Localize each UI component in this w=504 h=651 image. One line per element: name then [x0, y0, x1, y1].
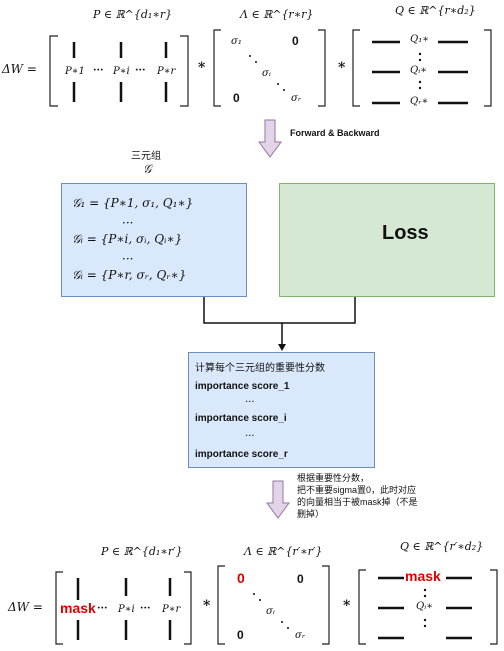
P-dimension-label: P ∈ ℝ^{d₁∗r}	[93, 8, 173, 21]
triplet-gi: 𝒢ᵢ = {P∗i, σᵢ, Qᵢ∗}	[72, 232, 183, 246]
loss-box: Loss	[279, 183, 495, 297]
Lambda-prime-dimension-label: Λ ∈ ℝ^{r′∗r′}	[244, 545, 323, 558]
delta-w-label: ΔW =	[2, 62, 37, 76]
P-bottom-col-i: P∗i	[118, 604, 135, 615]
P-bottom-dots-2: ···	[140, 603, 151, 614]
sigma-r: σᵣ	[291, 93, 302, 104]
P-col-r: P∗r	[157, 66, 176, 77]
zero-masked-sigma: 0	[237, 570, 245, 586]
mask-note-line-1: 根据重要性分数，	[297, 473, 370, 483]
Q-dimension-label: Q ∈ ℝ^{r∗d₂}	[395, 4, 476, 17]
arrow-forward-backward	[258, 119, 282, 158]
triplet-title-symbol: 𝒢	[143, 162, 152, 176]
Q-bottom-row-i: Qᵢ∗	[416, 601, 434, 612]
sigma-i: σᵢ	[262, 68, 271, 79]
importance-score-1: importance score_1	[195, 381, 290, 392]
triplet-dots-1: ···	[122, 216, 134, 230]
sigma-r-bottom: σᵣ	[295, 630, 306, 641]
importance-dots-2: ···	[245, 431, 255, 442]
importance-title: 计算每个三元组的重要性分数	[195, 363, 325, 374]
mask-note-line-4: 删掉）	[297, 509, 325, 519]
Q-row-1: Q₁∗	[410, 34, 430, 45]
importance-dots-1: ···	[245, 397, 255, 408]
triplet-gr: 𝒢ᵢ = {P∗r, σᵣ, Qᵣ∗}	[72, 268, 187, 282]
importance-score-i: importance score_i	[195, 413, 287, 424]
loss-label: Loss	[382, 222, 429, 244]
P-bottom-dots-1: ···	[97, 603, 108, 614]
P-col-dots-2: ···	[135, 65, 146, 76]
Lambda-dimension-label: Λ ∈ ℝ^{r∗r}	[240, 8, 314, 21]
delta-w-bottom-label: ΔW =	[8, 600, 43, 614]
P-bottom-col-r: P∗r	[162, 604, 181, 615]
sigma-1: σ₁	[231, 36, 242, 47]
times-2: *	[338, 60, 346, 76]
mask-Q-label: mask	[405, 568, 441, 584]
importance-box: 计算每个三元组的重要性分数 importance score_1 ··· imp…	[188, 352, 375, 468]
mask-note-line-2: 把不重要sigma置0，此时对应	[297, 485, 417, 495]
triplet-box: 𝒢₁ = {P∗1, σ₁, Q₁∗} ··· 𝒢ᵢ = {P∗i, σᵢ, Q…	[61, 183, 247, 297]
importance-score-r: importance score_r	[195, 449, 288, 460]
Q-row-i: Qᵢ∗	[410, 65, 428, 76]
times-bottom-2: *	[343, 598, 351, 614]
triplet-title-cn: 三元组	[131, 151, 161, 162]
zero-bottom-bottom-left: 0	[237, 628, 244, 642]
P-prime-dimension-label: P ∈ ℝ^{d₁∗r′}	[101, 545, 183, 558]
P-col-1: P∗1	[65, 66, 85, 77]
zero-top-right: 0	[292, 34, 299, 48]
zero-bottom-top-right: 0	[297, 572, 304, 586]
sigma-i-bottom: σᵢ	[266, 606, 275, 617]
P-col-dots-1: ···	[93, 65, 104, 76]
Q-row-r: Qᵣ∗	[410, 96, 429, 107]
arrow-mask	[266, 480, 290, 519]
times-bottom-1: *	[203, 598, 211, 614]
forward-backward-label: Forward & Backward	[290, 128, 380, 138]
triplet-dots-2: ···	[122, 252, 134, 266]
mask-note-line-3: 的向量相当于被mask掉（不是	[297, 497, 418, 507]
times-1: *	[198, 60, 206, 76]
mask-P-label: mask	[60, 600, 96, 616]
triplet-g1: 𝒢₁ = {P∗1, σ₁, Q₁∗}	[72, 196, 194, 210]
P-col-i: P∗i	[113, 66, 130, 77]
zero-bottom-left: 0	[233, 91, 240, 105]
mask-note: 根据重要性分数， 把不重要sigma置0，此时对应 的向量相当于被mask掉（不…	[297, 472, 418, 520]
Q-prime-dimension-label: Q ∈ ℝ^{r′∗d₂}	[400, 540, 484, 553]
